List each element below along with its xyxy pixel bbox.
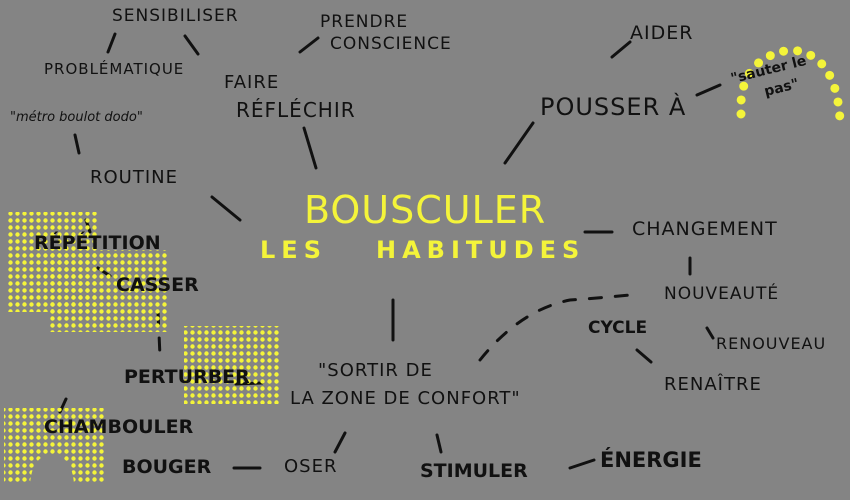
central-title: BOUSCULER [304,188,547,232]
word-bouger: BOUGER [122,456,212,478]
connector-line [695,83,722,97]
connector-line [333,431,347,454]
word-energie: ÉNERGIE [600,448,702,472]
connector-line [568,458,596,470]
word-conscience: CONSCIENCE [330,34,452,54]
word-casser: CASSER [116,274,199,296]
word-faire: FAIRE [224,72,280,93]
word-problematique: PROBLÉMATIQUE [44,60,185,78]
yellow-dot-arc [736,45,845,125]
word-routine: ROUTINE [90,167,178,188]
word-stimuler: STIMULER [420,460,528,482]
word-oser: OSER [284,456,338,477]
word-reflechir: RÉFLÉCHIR [236,98,356,122]
word-aider: AIDER [630,22,694,44]
word-sortir-de: "SORTIR DE [318,360,433,381]
connector-line [705,326,715,340]
connector-line [435,433,443,454]
connector-line [503,121,535,165]
dashed-connector [478,292,642,362]
connector-line [298,36,320,54]
word-metro-boulot-dodo: "métro boulot dodo" [10,110,143,125]
word-prendre: PRENDRE [320,12,409,32]
word-sensibiliser: SENSIBILISER [112,6,239,26]
word-chambouler: CHAMBOULER [44,416,194,438]
word-renaitre: RENAÎTRE [664,374,762,395]
connector-line [73,133,81,155]
word-nouveaute: NOUVEAUTÉ [664,284,780,304]
word-repetition: RÉPÉTITION [34,232,161,254]
connector-line [610,40,632,59]
word-renouveau: RENOUVEAU [716,334,827,353]
connector-line [302,126,318,170]
yellow-dot-patch [4,408,104,484]
word-changement: CHANGEMENT [632,218,778,240]
connector-line [635,348,653,364]
central-title-line2b: HABITUDES [376,236,586,264]
word-cycle: CYCLE [588,318,648,338]
connector-line [106,32,117,54]
yellow-dot-patch [48,250,168,332]
connector-line [210,195,242,222]
word-perturber: PERTURBER [124,366,250,388]
connector-line [183,34,200,56]
yellow-dot-patch [184,326,280,404]
word-pousser-a: POUSSER À [540,93,687,121]
central-title-line2a: LES [260,236,327,264]
word-zone-de-confort: LA ZONE DE CONFORT" [290,388,521,409]
